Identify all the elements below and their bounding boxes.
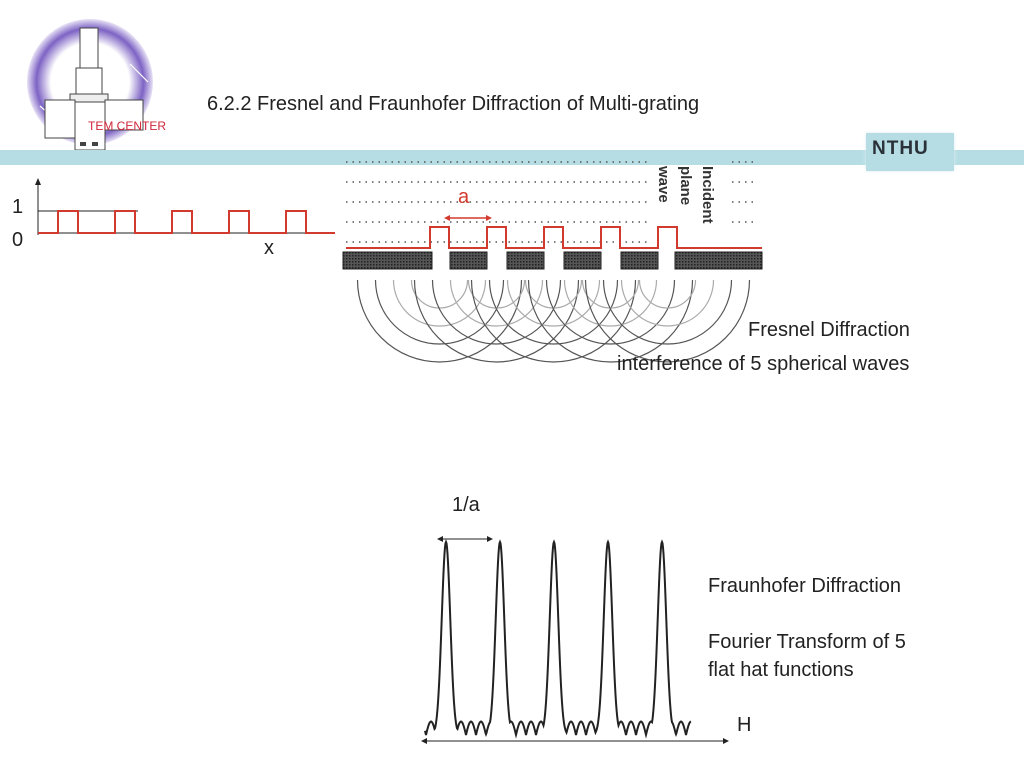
spherical-wavefront [620,279,715,327]
spherical-wavefront [470,279,637,363]
institution-badge: NTHU [866,133,954,171]
fraunhofer-caption-line-2: flat hat functions [708,659,854,681]
incident-label-line-3: wave [655,166,672,203]
period-label: 1/a [452,494,480,516]
square-wave-plot [35,178,335,235]
spherical-wavefront [602,279,733,345]
spherical-wavefront [584,279,751,363]
spherical-wavefront [413,279,580,363]
spherical-wavefront [449,279,544,327]
header-band [0,150,1024,165]
fraunhofer-caption-line-1: Fourier Transform of 5 [708,631,906,653]
spacing-arrow-left-head [444,215,450,221]
institution-label: NTHU [872,138,929,159]
spacing-arrow-right-head [486,215,492,221]
spherical-wavefront [524,279,583,309]
spherical-wavefront [410,279,469,309]
spherical-wavefront [563,279,658,327]
fresnel-caption: interference of 5 spherical waves [617,353,910,375]
slide-title: 6.2.2 Fresnel and Fraunhofer Diffraction… [207,93,700,115]
period-arrow-right-head [487,536,493,542]
incident-label-line-2: plane [677,166,694,206]
fraunhofer-heading: Fraunhofer Diffraction [708,575,902,597]
h-axis-label: H [737,714,752,736]
grating-bar [620,251,659,270]
fresnel-heading: Fresnel Diffraction [748,319,910,341]
y-axis-arrow [35,178,41,185]
x-axis-label: x [264,237,274,259]
tem-center-logo: TEM CENTER [20,19,170,151]
grating-diagram [342,161,763,363]
y-tick-high: 1 [12,196,24,218]
incident-label-line-1: Incident [699,166,716,224]
spherical-wavefront [527,279,694,363]
spherical-wavefront [356,279,523,363]
intensity-curve [424,539,692,739]
transmission-profile [346,226,762,249]
spherical-wavefront [467,279,526,309]
grating-bar [563,251,602,270]
y-tick-low: 0 [12,229,24,251]
grating-bar [674,251,763,270]
grating-bar [506,251,545,270]
logo-text: TEM CENTER [88,119,166,133]
grating-bar [342,251,433,270]
period-arrow-left-head [437,536,443,542]
h-axis-right-arrow [723,738,729,744]
logo-graphic [27,19,153,151]
spherical-wavefront [638,279,697,309]
grating-bar [449,251,488,270]
grating-spacing-label: a [458,186,470,208]
spherical-wavefront [581,279,640,309]
fraunhofer-plot [421,536,729,744]
spherical-wavefront [506,279,601,327]
spherical-wavefront [392,279,487,327]
incident-wave-label: Incident plane wave [653,166,727,242]
h-axis-left-arrow [421,738,427,744]
square-wave-signal [38,210,335,234]
